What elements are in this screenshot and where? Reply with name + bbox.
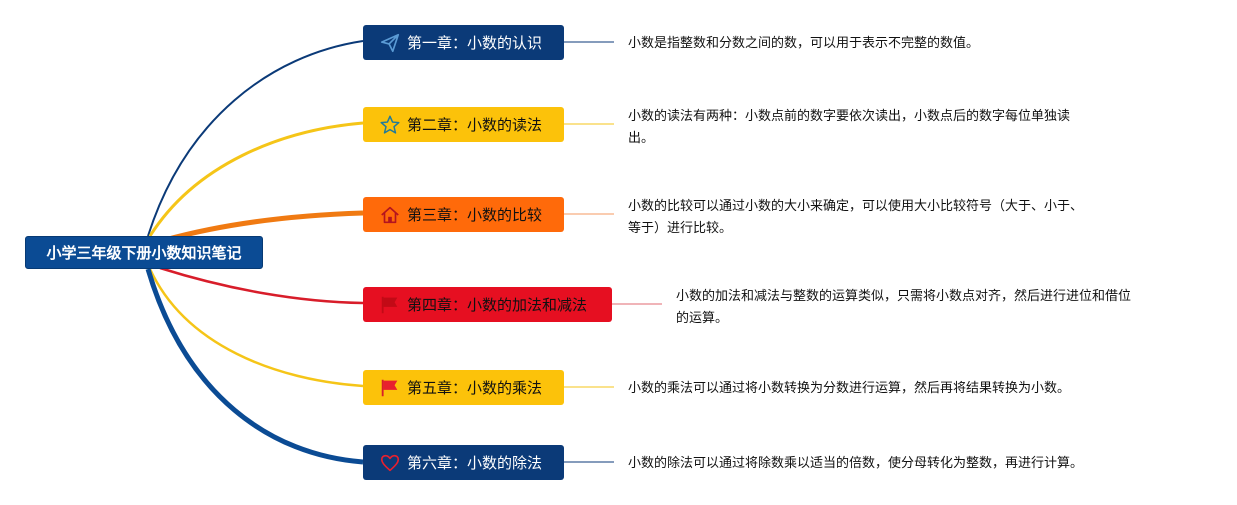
chapter-1-label: 第一章：小数的认识 [407,34,543,52]
branch-line-2 [148,121,364,237]
chapter-6-description: 小数的除法可以通过将除数乘以适当的倍数，使分母转化为整数，再进行计算。 [628,453,1148,475]
chapter-6-label: 第六章：小数的除法 [407,454,543,472]
chapter-1-node[interactable]: 第一章：小数的认识 [363,25,564,60]
description-line: 的运算。 [676,311,729,326]
description-line: 小数的比较可以通过小数的大小来确定，可以使用大小比较符号（大于、小于、 [628,199,1084,214]
description-line: 小数的读法有两种：小数点前的数字要依次读出，小数点后的数字每位单独读 [628,109,1071,124]
chapter-5-label: 第五章：小数的乘法 [407,379,543,397]
branch-line-5 [148,268,364,388]
flag-icon [381,296,398,313]
chapter-3-description: 小数的比较可以通过小数的大小来确定，可以使用大小比较符号（大于、小于、 等于）进… [628,196,1148,240]
description-line: 小数的加法和减法与整数的运算类似，只需将小数点对齐，然后进行进位和借位 [676,289,1132,304]
chapter-4-description: 小数的加法和减法与整数的运算类似，只需将小数点对齐，然后进行进位和借位 的运算。 [676,286,1196,330]
heart-icon [380,454,400,471]
branch-line-3 [164,210,364,243]
chapter-2-description: 小数的读法有两种：小数点前的数字要依次读出，小数点后的数字每位单独读 出。 [628,106,1148,150]
star-icon [380,115,400,134]
root-topic[interactable]: 小学三年级下册小数知识笔记 [25,236,263,269]
branch-line-4 [159,266,364,305]
chapter-1-description: 小数是指整数和分数之间的数，可以用于表示不完整的数值。 [628,33,1148,55]
chapter-3-node[interactable]: 第三章：小数的比较 [363,197,564,232]
chapter-5-description: 小数的乘法可以通过将小数转换为分数进行运算，然后再将结果转换为小数。 [628,378,1148,400]
chapter-5-node[interactable]: 第五章：小数的乘法 [363,370,564,405]
description-line: 等于）进行比较。 [628,221,733,236]
chapter-2-node[interactable]: 第二章：小数的读法 [363,107,564,142]
chapter-6-node[interactable]: 第六章：小数的除法 [363,445,564,480]
flag-icon [381,379,398,396]
chapter-2-label: 第二章：小数的读法 [407,116,543,134]
house-icon [381,206,399,223]
paper-plane-icon [380,33,400,52]
description-line: 出。 [628,131,655,146]
branch-line-1 [147,40,364,237]
chapter-4-node[interactable]: 第四章：小数的加法和减法 [363,287,612,322]
branch-line-6 [145,268,364,465]
chapter-4-label: 第四章：小数的加法和减法 [407,296,588,314]
description-line: 小数是指整数和分数之间的数，可以用于表示不完整的数值。 [628,36,980,51]
description-line: 小数的乘法可以通过将小数转换为分数进行运算，然后再将结果转换为小数。 [628,381,1071,396]
description-line: 小数的除法可以通过将除数乘以适当的倍数，使分母转化为整数，再进行计算。 [628,456,1084,471]
chapter-3-label: 第三章：小数的比较 [407,206,543,224]
